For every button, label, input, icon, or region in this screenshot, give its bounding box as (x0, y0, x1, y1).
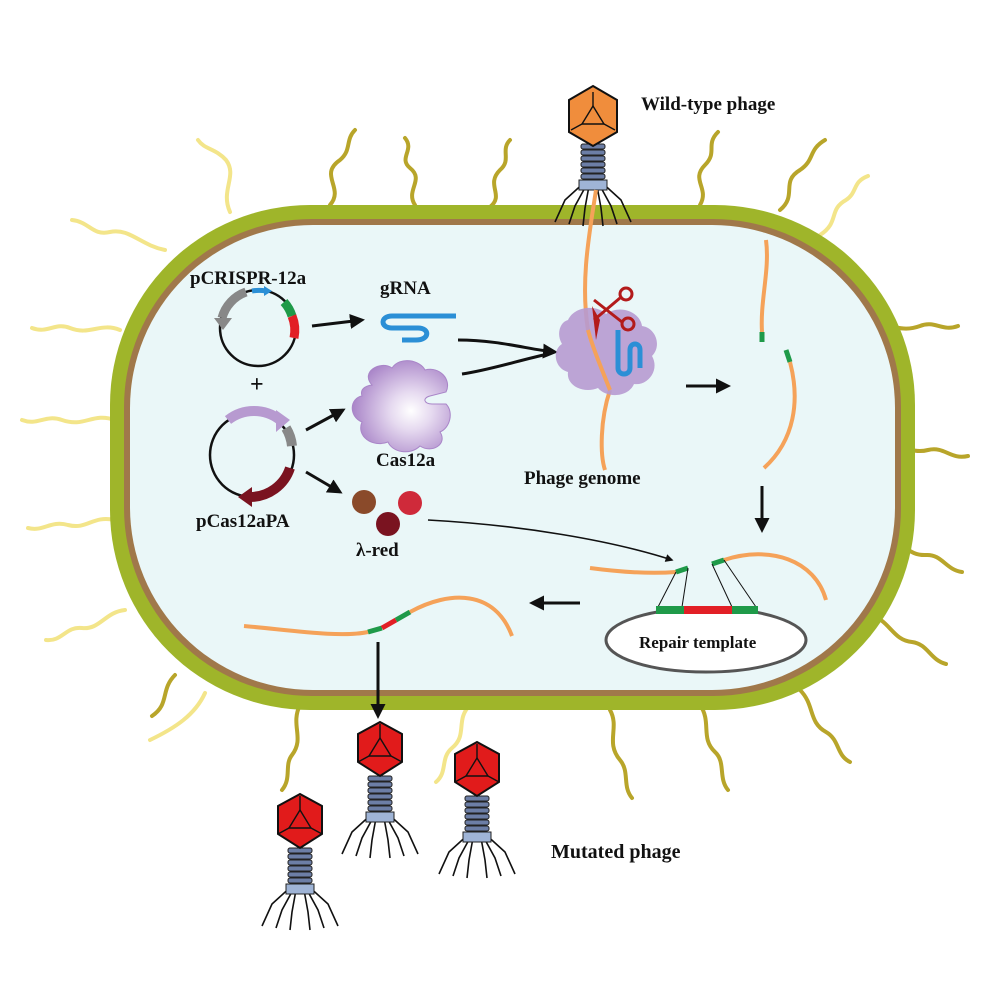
mutated-phage-icon (261, 792, 339, 931)
flagellum (280, 703, 302, 792)
cytoplasm (130, 225, 895, 690)
flagellum (778, 138, 827, 212)
pcrispr-plasmid-icon (214, 286, 300, 368)
flagellum (697, 130, 720, 207)
flagellum (798, 688, 852, 764)
arrow-icon (461, 352, 549, 376)
edited-genome (243, 595, 514, 637)
flagellum (434, 703, 472, 784)
arrow-icon (305, 408, 346, 432)
wild-type-phage-icon (554, 84, 632, 227)
grna-icon (380, 313, 456, 343)
flagellum (818, 174, 870, 237)
pathway-arrows (305, 313, 770, 719)
flagellum (30, 324, 122, 333)
flagellum (608, 708, 634, 800)
lambda-red-proteins (352, 490, 422, 536)
scissors-icon (592, 286, 636, 340)
flagella (20, 128, 970, 800)
flagellum (44, 608, 127, 643)
plus-sign: + (250, 372, 264, 398)
bacterial-cell (110, 205, 915, 710)
grna-label: gRNA (380, 278, 431, 299)
cas12a-protein-icon (351, 360, 451, 453)
pcas-plasmid-icon (208, 406, 297, 507)
mutated-phage-label: Mutated phage (551, 841, 681, 863)
flagellum (488, 138, 512, 209)
repair-template-icon (604, 606, 808, 674)
flagellum (328, 128, 357, 207)
lambda-red-label: λ-red (356, 540, 399, 561)
flagellum (70, 218, 167, 252)
repair-template-label: Repair template (639, 633, 757, 652)
flagellum (20, 415, 117, 425)
arrow-icon (311, 313, 365, 329)
cleaved-genome (759, 239, 797, 470)
flagellum (150, 673, 177, 718)
crossover-lines (657, 559, 757, 608)
wild-type-phage-label: Wild-type phage (641, 94, 775, 115)
flagellum (26, 516, 117, 531)
flagellum (698, 703, 730, 792)
phage-genome-strand (586, 329, 612, 391)
lambda-red-arrow (427, 519, 674, 562)
arrow-icon (457, 338, 558, 359)
flagellum (148, 691, 207, 742)
flagellum (868, 613, 948, 666)
mutated-phage-icon (341, 720, 419, 859)
recombination (589, 552, 828, 601)
pcas-label: pCas12aPA (196, 511, 290, 532)
phage-genome-label: Phage genome (524, 468, 641, 489)
arrow-icon (305, 470, 343, 494)
bound-grna-icon (615, 330, 643, 377)
flagellum (403, 136, 418, 207)
flagellum (196, 138, 233, 214)
phage-genome-strand (599, 389, 612, 471)
pcrispr-label: pCRISPR-12a (190, 268, 307, 289)
mutated-phage-icon (438, 740, 516, 879)
cas12a-label: Cas12a (376, 450, 436, 471)
